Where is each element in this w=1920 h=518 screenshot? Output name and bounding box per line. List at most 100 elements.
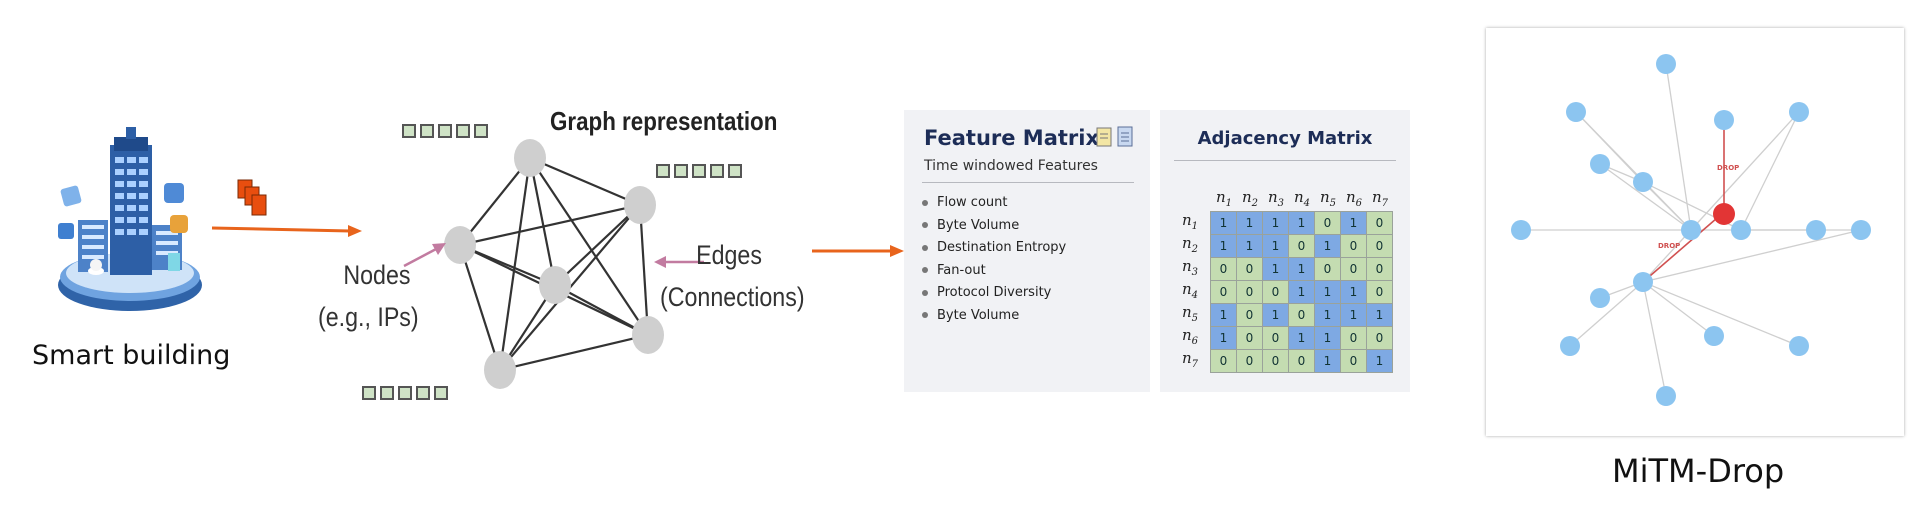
matrix-cell: 1	[1288, 257, 1315, 281]
row-label: n7	[1182, 349, 1199, 370]
column-label: n1	[1216, 188, 1233, 209]
graph-node	[484, 351, 516, 389]
matrix-cell: 1	[1314, 303, 1341, 327]
graph-node	[624, 186, 656, 224]
matrix-cell: 1	[1262, 234, 1289, 258]
row-label: n3	[1182, 257, 1199, 278]
matrix-cell: 1	[1288, 280, 1315, 304]
matrix-cell: 0	[1288, 303, 1315, 327]
network-node	[1566, 102, 1586, 122]
feature-cell	[416, 386, 430, 400]
nodes-label-line1: Nodes	[343, 260, 411, 290]
matrix-cell: 1	[1314, 234, 1341, 258]
drop-label-1: DROP	[1717, 164, 1739, 172]
feature-cell	[362, 386, 376, 400]
row-label: n4	[1182, 280, 1199, 301]
network-node	[1806, 220, 1826, 240]
matrix-cell: 1	[1366, 303, 1393, 327]
mitm-network-diagram: DROP DROP	[1511, 54, 1871, 406]
matrix-cell: 1	[1210, 234, 1237, 258]
matrix-cell: 1	[1210, 211, 1237, 235]
mitm-drop-caption: MiTM-Drop	[1612, 452, 1785, 490]
matrix-cell: 0	[1236, 349, 1263, 373]
graph-node	[514, 139, 546, 177]
matrix-cell: 0	[1314, 211, 1341, 235]
matrix-cell: 1	[1288, 211, 1315, 235]
feature-vector-bottom-left	[362, 386, 452, 405]
matrix-cell: 0	[1262, 326, 1289, 350]
flow-arrow-1	[211, 225, 362, 237]
matrix-cell: 1	[1340, 280, 1367, 304]
matrix-cell: 0	[1340, 349, 1367, 373]
smart-building-caption: Smart building	[32, 340, 231, 371]
network-node	[1704, 326, 1724, 346]
matrix-cell: 0	[1366, 211, 1393, 235]
feature-cell	[456, 124, 470, 138]
matrix-cell: 1	[1262, 257, 1289, 281]
nodes-label: Nodes (e.g., IPs)	[318, 254, 419, 338]
network-node	[1656, 386, 1676, 406]
row-label: n1	[1182, 211, 1199, 232]
edges-pointer-arrow	[654, 256, 704, 268]
matrix-cell: 0	[1288, 234, 1315, 258]
matrix-cell: 0	[1236, 257, 1263, 281]
matrix-cell: 0	[1366, 280, 1393, 304]
graph-node	[539, 266, 571, 304]
matrix-cell: 1	[1236, 211, 1263, 235]
smart-building-icon	[58, 127, 202, 311]
matrix-cell: 1	[1210, 326, 1237, 350]
network-node	[1851, 220, 1871, 240]
divider	[922, 182, 1134, 183]
network-node	[1590, 288, 1610, 308]
matrix-cell: 1	[1366, 349, 1393, 373]
feature-matrix-subtitle: Time windowed Features	[924, 158, 1098, 174]
matrix-cell: 0	[1314, 257, 1341, 281]
matrix-cell: 0	[1236, 280, 1263, 304]
feature-cell	[692, 164, 706, 178]
attacker-node	[1713, 203, 1735, 225]
matrix-cell: 0	[1262, 349, 1289, 373]
matrix-cell: 1	[1288, 326, 1315, 350]
feature-vector-top-left	[402, 124, 492, 143]
packets-icon	[237, 179, 267, 216]
network-node	[1633, 272, 1653, 292]
edges-label-line2: (Connections)	[660, 282, 805, 312]
feature-cell	[710, 164, 724, 178]
column-label: n7	[1372, 188, 1389, 209]
row-label: n2	[1182, 234, 1199, 255]
matrix-cell: 1	[1314, 326, 1341, 350]
matrix-cell: 1	[1314, 280, 1341, 304]
feature-cell	[420, 124, 434, 138]
feature-item: Protocol Diversity	[922, 282, 1066, 305]
column-label: n5	[1320, 188, 1337, 209]
feature-item: Flow count	[922, 192, 1066, 215]
feature-item: Byte Volume	[922, 305, 1066, 328]
mitm-drop-panel: DROP DROP	[1486, 28, 1904, 436]
matrix-cell: 0	[1340, 257, 1367, 281]
matrix-cell: 0	[1210, 349, 1237, 373]
network-node	[1789, 102, 1809, 122]
feature-cell	[674, 164, 688, 178]
feature-item: Destination Entropy	[922, 237, 1066, 260]
matrix-cell: 0	[1288, 349, 1315, 373]
network-node	[1511, 220, 1531, 240]
network-node	[1731, 220, 1751, 240]
divider	[1174, 160, 1396, 161]
network-node	[1656, 54, 1676, 74]
matrix-cell: 0	[1236, 326, 1263, 350]
column-label: n3	[1268, 188, 1285, 209]
network-node	[1560, 336, 1580, 356]
matrix-cell: 1	[1340, 303, 1367, 327]
feature-cell	[434, 386, 448, 400]
graph-node	[632, 316, 664, 354]
feature-matrix-panel: Feature Matrix Time windowed Features Fl…	[904, 110, 1150, 392]
